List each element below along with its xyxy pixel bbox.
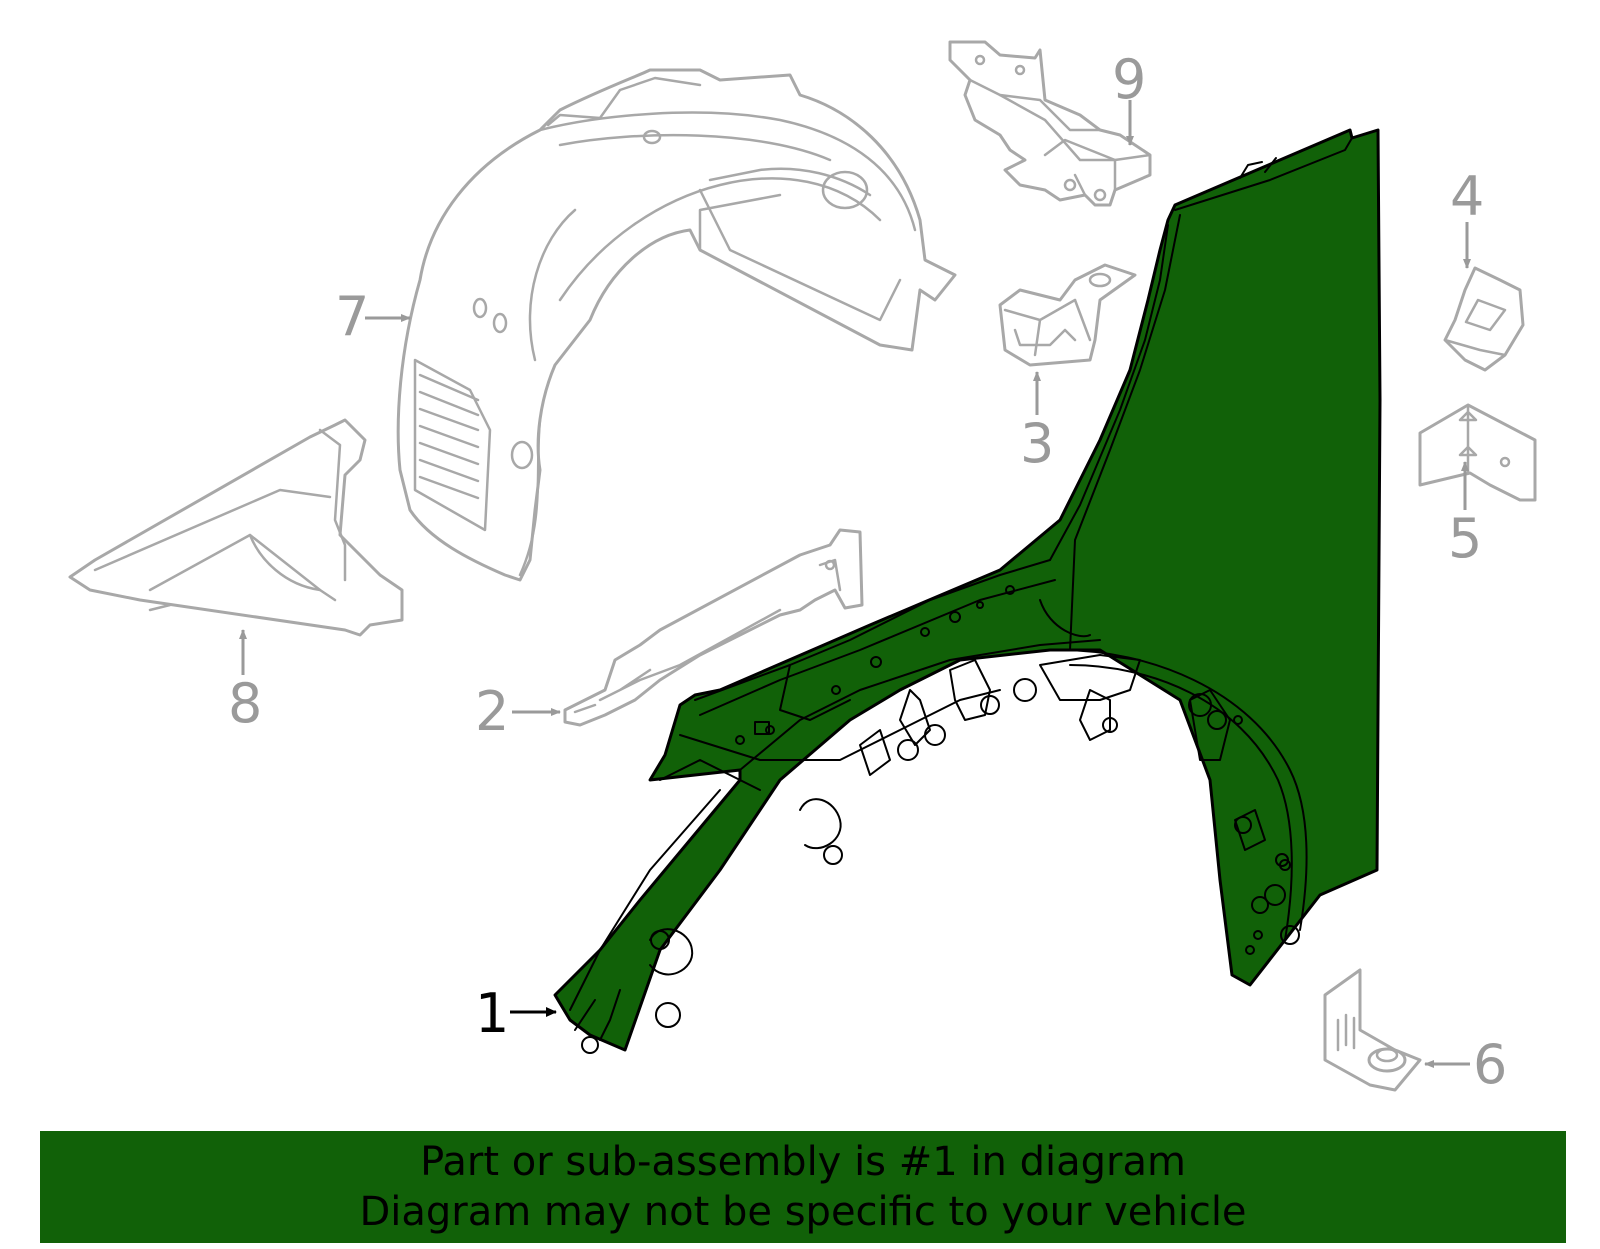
part-5-bracket <box>1418 403 1537 502</box>
part-3-clip-bracket <box>998 263 1137 367</box>
banner-line-1: Part or sub-assembly is #1 in diagram <box>420 1139 1186 1185</box>
callout-8: 8 <box>228 672 262 735</box>
callout-5: 5 <box>1448 507 1482 570</box>
part-2-extension <box>563 528 864 727</box>
callout-1: 1 <box>475 982 509 1045</box>
callout-2: 2 <box>475 680 509 743</box>
parts-diagram: 7 9 4 3 5 8 2 6 1 <box>68 40 1537 1096</box>
part-9-bracket <box>948 40 1152 207</box>
callout-4: 4 <box>1450 165 1484 228</box>
part-7-wheel-liner <box>396 68 957 582</box>
part-1-fender <box>553 128 1382 1054</box>
callout-9: 9 <box>1112 48 1146 111</box>
callout-3: 3 <box>1020 412 1054 475</box>
part-4-clip <box>1443 266 1525 372</box>
banner-line-2: Diagram may not be specific to your vehi… <box>359 1189 1247 1235</box>
callout-6: 6 <box>1473 1033 1507 1096</box>
fender-panel <box>553 128 1382 1052</box>
callout-7: 7 <box>335 285 369 348</box>
info-banner: Part or sub-assembly is #1 in diagram Di… <box>40 1131 1566 1243</box>
part-6-bracket-nut <box>1323 968 1422 1092</box>
part-8-under-cover <box>68 418 404 637</box>
